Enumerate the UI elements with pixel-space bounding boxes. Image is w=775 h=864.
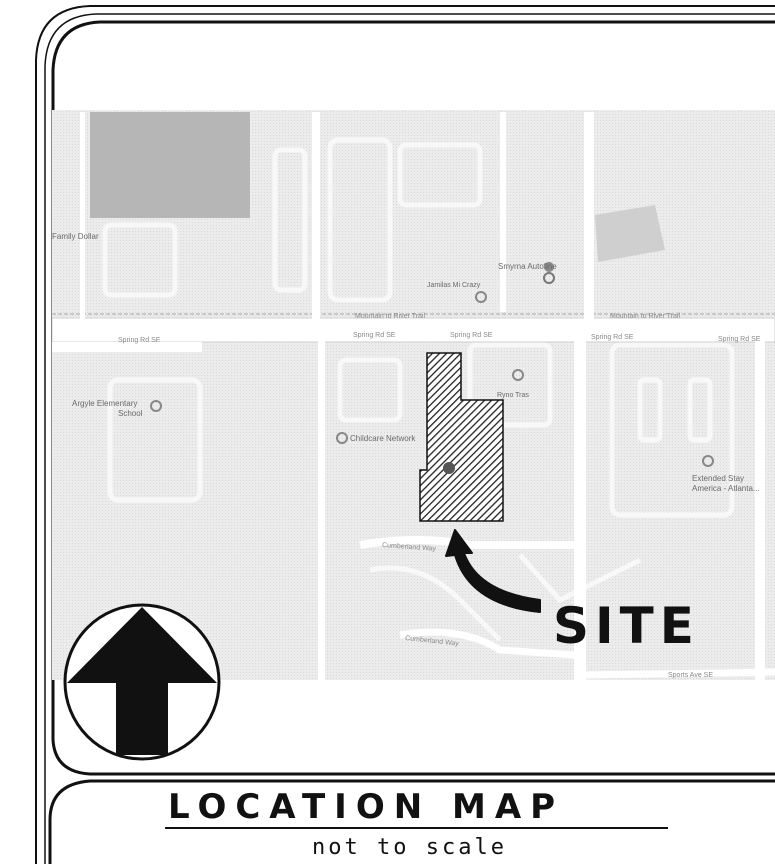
- site-parcel[interactable]: [419, 352, 504, 522]
- poi-label: Childcare Network: [350, 434, 416, 443]
- north-arrow-icon: [63, 603, 221, 761]
- map-lot-block: [595, 205, 665, 262]
- map-area[interactable]: Family Dollar Smyrna Autofine Jamilas Mi…: [52, 110, 775, 680]
- sports-ave: [584, 668, 775, 679]
- poi-label: Extended Stay: [692, 474, 744, 483]
- road-label: Spring Rd SE: [591, 334, 634, 341]
- road-label: Spring Rd SE: [450, 332, 493, 339]
- map-pin-icon[interactable]: [443, 462, 455, 474]
- map-pin-icon[interactable]: [543, 262, 555, 284]
- map-road-ns: [500, 112, 506, 312]
- map-pin-icon[interactable]: [336, 432, 348, 444]
- map-pin-icon[interactable]: [512, 369, 524, 381]
- map-pin-icon[interactable]: [702, 455, 714, 467]
- poi-label: Argyle Elementary: [72, 399, 137, 408]
- road-label: Cumberland Way: [382, 542, 437, 553]
- cumberland-way-curve: [399, 628, 576, 659]
- map-road-ns: [755, 340, 765, 680]
- map-road-ns: [318, 340, 325, 680]
- poi-label: America - Atlanta...: [692, 484, 760, 493]
- poi-label: Ryno Tras: [497, 392, 529, 399]
- poi-label: Smyrna Autofine: [498, 262, 557, 271]
- map-road-ns: [312, 112, 320, 322]
- poi-label: Jamilas Mi Crazy: [427, 282, 481, 289]
- poi-label: Family Dollar: [52, 232, 99, 241]
- road-label: Spring Rd SE: [118, 337, 161, 344]
- cumberland-way: [574, 340, 586, 680]
- road-label: Spring Rd SE: [718, 336, 761, 343]
- map-pin-icon[interactable]: [475, 291, 487, 303]
- page-subtitle: not to scale: [312, 835, 507, 860]
- curved-arrow-icon: [445, 529, 541, 613]
- road-label: Mountain to River Trail: [355, 313, 425, 320]
- page-title: LOCATION MAP: [168, 787, 564, 827]
- map-lot-block: [90, 112, 250, 218]
- map-road-ns: [584, 112, 594, 322]
- map-pin-icon[interactable]: [150, 400, 162, 412]
- sheet-frame: [35, 5, 775, 864]
- road-label: Sports Ave SE: [668, 672, 713, 679]
- spring-rd-se: [52, 317, 775, 343]
- map-block-outlines: [102, 137, 735, 642]
- poi-label: School: [118, 409, 143, 418]
- road-label: Mountain to River Trail: [610, 313, 680, 320]
- site-label: SITE: [553, 597, 700, 655]
- title-block: LOCATION MAP not to scale: [48, 779, 775, 864]
- map-road-ns: [80, 112, 85, 327]
- road-label: Spring Rd SE: [353, 332, 396, 339]
